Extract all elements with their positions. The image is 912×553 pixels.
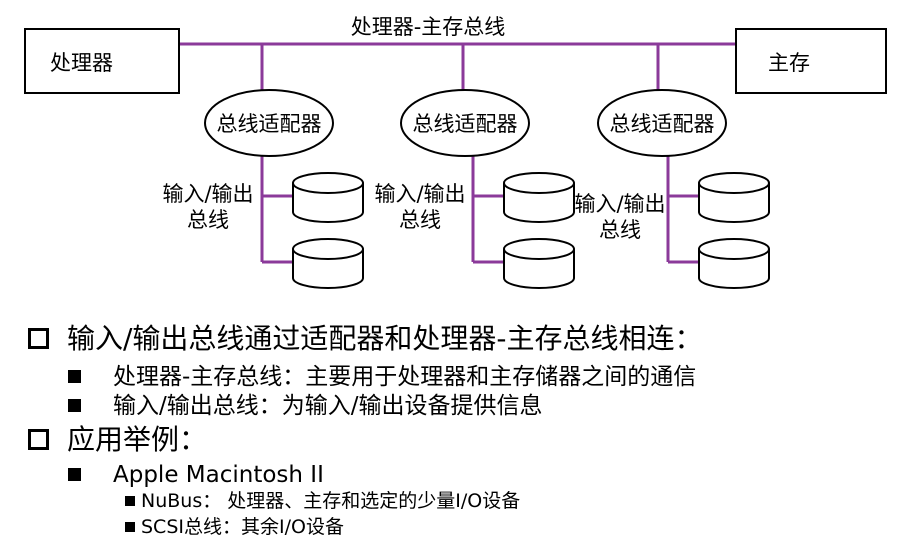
sub-bullet-item: 输入/输出总线：为输入/输出设备提供信息 xyxy=(68,393,543,419)
io-bus-label-line2: 总线 xyxy=(599,218,641,242)
memory-label: 主存 xyxy=(768,51,810,75)
io-bus-label-line2: 总线 xyxy=(187,208,229,232)
memory-box: 主存 xyxy=(735,28,887,94)
bullet-text: Apple Macintosh II xyxy=(113,462,324,488)
io-bus-label-line2: 总线 xyxy=(399,208,441,232)
bullet-text: NuBus： 处理器、主存和选定的少量I/O设备 xyxy=(141,490,521,512)
hollow-square-bullet-icon xyxy=(28,328,49,349)
small-square-bullet-icon xyxy=(125,522,135,532)
bus-label: 处理器-主存总线 xyxy=(351,15,506,39)
bus-adapter xyxy=(597,89,727,157)
sub-bullet-item: Apple Macintosh II xyxy=(68,462,324,488)
adapter-group-2: 总线适配器 输入/输出 总线 xyxy=(374,44,575,289)
io-bus-label-line1: 输入/输出 xyxy=(374,182,465,206)
bullet-text: 处理器-主存总线：主要用于处理器和主存储器之间的通信 xyxy=(113,364,697,390)
bus-architecture-diagram: 处理器-主存总线 处理器 主存 总线适配器 输入/输出 总线 xyxy=(24,15,887,289)
filled-square-bullet-icon xyxy=(68,399,81,412)
disk-icon xyxy=(503,238,575,289)
adapter-label: 总线适配器 xyxy=(610,112,715,136)
bullet-item-2: 应用举例： xyxy=(28,424,207,456)
adapter-label: 总线适配器 xyxy=(217,112,322,136)
hollow-square-bullet-icon xyxy=(28,429,49,450)
disk-icon xyxy=(292,172,364,223)
disk-icon xyxy=(698,238,770,289)
adapter-label: 总线适配器 xyxy=(413,112,518,136)
processor-box: 处理器 xyxy=(24,28,180,94)
bullet-text: 应用举例： xyxy=(67,423,208,456)
disk-icon xyxy=(292,238,364,289)
bus-adapter xyxy=(204,89,334,157)
sub-sub-bullet-item: NuBus： 处理器、主存和选定的少量I/O设备 xyxy=(125,490,520,512)
disk-icon xyxy=(503,172,575,223)
bus-adapter xyxy=(400,89,530,157)
bullet-text: SCSI总线：其余I/O设备 xyxy=(141,516,344,538)
small-square-bullet-icon xyxy=(125,496,135,506)
filled-square-bullet-icon xyxy=(68,370,81,383)
processor-label: 处理器 xyxy=(50,51,113,75)
bullet-text: 输入/输出总线：为输入/输出设备提供信息 xyxy=(113,393,543,419)
disk-icon xyxy=(698,172,770,223)
bullet-text: 输入/输出总线通过适配器和处理器-主存总线相连： xyxy=(67,322,703,355)
io-bus-label-line1: 输入/输出 xyxy=(574,192,665,216)
sub-bullet-item: 处理器-主存总线：主要用于处理器和主存储器之间的通信 xyxy=(68,364,696,390)
io-bus-label-line1: 输入/输出 xyxy=(162,182,253,206)
adapter-group-1: 总线适配器 输入/输出 总线 xyxy=(162,44,364,289)
sub-sub-bullet-item: SCSI总线：其余I/O设备 xyxy=(125,516,344,538)
bullet-item-1: 输入/输出总线通过适配器和处理器-主存总线相连： xyxy=(28,323,703,355)
filled-square-bullet-icon xyxy=(68,468,81,481)
adapter-group-3: 总线适配器 输入/输出 总线 xyxy=(574,44,770,289)
